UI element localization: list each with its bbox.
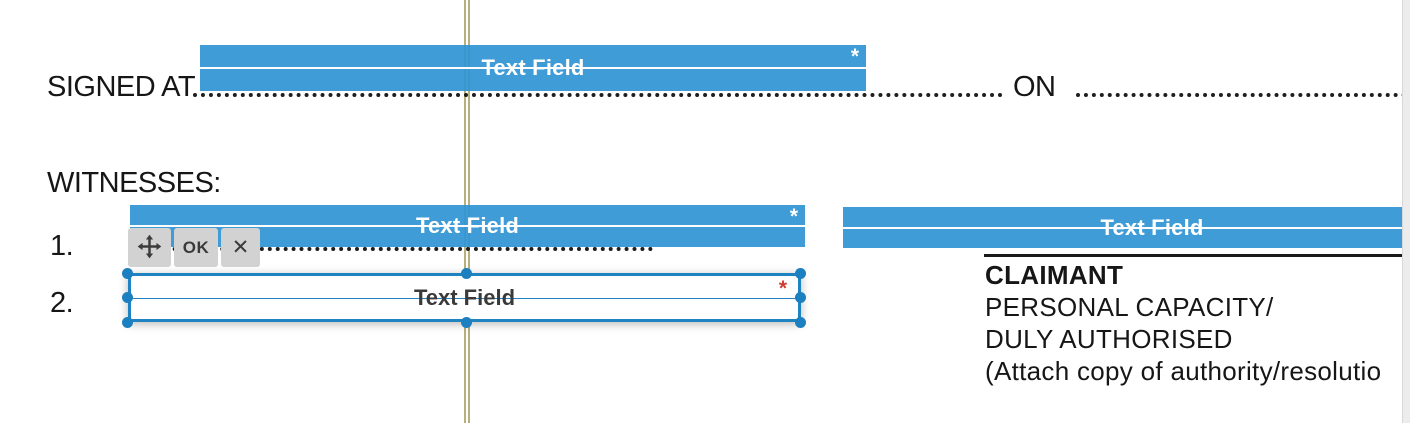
resize-handle-bottom-center[interactable] (461, 317, 472, 328)
claimant-line: (Attach copy of authority/resolutio (985, 356, 1382, 386)
resize-handle-bottom-left[interactable] (122, 317, 133, 328)
required-asterisk: * (789, 205, 798, 228)
required-asterisk: * (778, 277, 787, 300)
text-field-claimant[interactable]: Text Field (843, 207, 1402, 248)
signature-rule (984, 254, 1402, 257)
dotted-line (133, 247, 653, 251)
text-field-signed-at[interactable]: Text Field * (200, 45, 866, 91)
field-baseline (843, 226, 1402, 229)
resize-handle-middle-right[interactable] (795, 292, 806, 303)
field-baseline (131, 297, 798, 299)
resize-handle-middle-left[interactable] (122, 292, 133, 303)
resize-handle-top-right[interactable] (795, 268, 806, 279)
witness-1-number: 1. (50, 230, 74, 262)
witness-2-number: 2. (50, 287, 74, 319)
field-label: Text Field (1100, 214, 1204, 240)
close-icon: ✕ (231, 236, 250, 259)
claimant-line: DULY AUTHORISED (985, 324, 1233, 354)
required-asterisk: * (850, 45, 859, 68)
signed-at-label: SIGNED AT (47, 71, 196, 103)
claimant-line: PERSONAL CAPACITY/ (985, 292, 1274, 322)
dotted-line (1076, 93, 1402, 97)
field-label: Text Field (413, 284, 516, 310)
dotted-line (193, 93, 1003, 97)
resize-handle-top-center[interactable] (461, 268, 472, 279)
witnesses-label: WITNESSES: (47, 167, 221, 199)
field-toolbar: OK ✕ (128, 228, 260, 267)
field-baseline (130, 225, 805, 227)
field-baseline (200, 67, 866, 69)
claimant-text-block: CLAIMANT PERSONAL CAPACITY/ DULY AUTHORI… (985, 259, 1381, 387)
field-label: Text Field (481, 55, 585, 80)
claimant-line: CLAIMANT (985, 260, 1124, 290)
field-label: Text Field (415, 213, 520, 238)
page-edge-gutter (1402, 0, 1410, 423)
resize-handle-bottom-right[interactable] (795, 317, 806, 328)
on-label: ON (1013, 71, 1056, 103)
resize-handle-top-left[interactable] (122, 268, 133, 279)
close-button[interactable]: ✕ (221, 228, 260, 267)
move-button[interactable] (128, 228, 171, 267)
ok-button[interactable]: OK (174, 228, 218, 267)
text-field-witness-2-selected[interactable]: Text Field * (128, 273, 801, 322)
move-icon (136, 233, 163, 263)
